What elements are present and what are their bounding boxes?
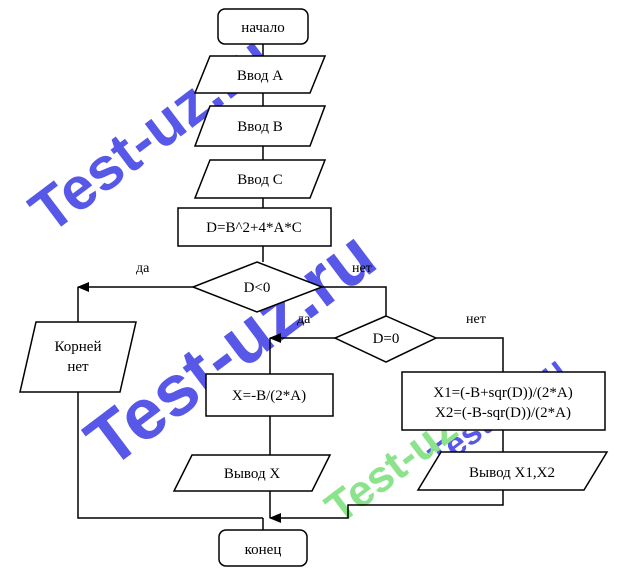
connectors — [77, 44, 504, 530]
input-a-node: Ввод A — [193, 55, 327, 94]
input-a-label: Ввод A — [237, 68, 283, 84]
decision-d-zero: D=0 — [333, 315, 438, 363]
edge-d-negative-yes: да — [136, 261, 150, 276]
two-roots-node: X1=(-B+sqr(D))/(2*A) X2=(-B-sqr(D))/(2*A… — [401, 371, 606, 431]
edge-d-zero-no: нет — [466, 312, 486, 327]
start-label: начало — [241, 20, 284, 36]
output-x-label: Вывод X — [224, 466, 281, 482]
decision-d-zero-label: D=0 — [373, 331, 400, 347]
output-x1x2-node: Вывод X1,X2 — [416, 451, 609, 491]
end-node: конец — [218, 529, 308, 567]
no-roots-label-line1: Корней — [55, 339, 102, 355]
single-root-node: X=-B/(2*A) — [205, 373, 334, 417]
input-b-label: Ввод B — [237, 119, 282, 135]
calc-d-label: D=B^2+4*A*C — [206, 220, 302, 236]
no-roots-output-node: Корней нет — [19, 321, 137, 393]
single-root-label: X=-B/(2*A) — [232, 388, 306, 404]
output-x-node: Вывод X — [172, 454, 332, 492]
output-x1x2-label: Вывод X1,X2 — [469, 465, 555, 481]
end-label: конец — [245, 542, 282, 558]
no-roots-label-line2: нет — [67, 359, 89, 375]
edge-d-negative-no: нет — [352, 261, 372, 276]
input-c-label: Ввод C — [237, 172, 282, 188]
input-b-node: Ввод B — [193, 105, 327, 147]
two-roots-label-line1: X1=(-B+sqr(D))/(2*A) — [433, 385, 572, 401]
calc-d-node: D=B^2+4*A*C — [177, 207, 332, 247]
two-roots-label-line2: X2=(-B-sqr(D))/(2*A) — [435, 405, 571, 421]
decision-d-negative: D<0 — [190, 261, 325, 313]
input-c-node: Ввод C — [193, 159, 327, 199]
edge-d-zero-yes: да — [297, 312, 311, 327]
start-node: начало — [217, 8, 309, 45]
decision-d-negative-label: D<0 — [244, 280, 271, 296]
